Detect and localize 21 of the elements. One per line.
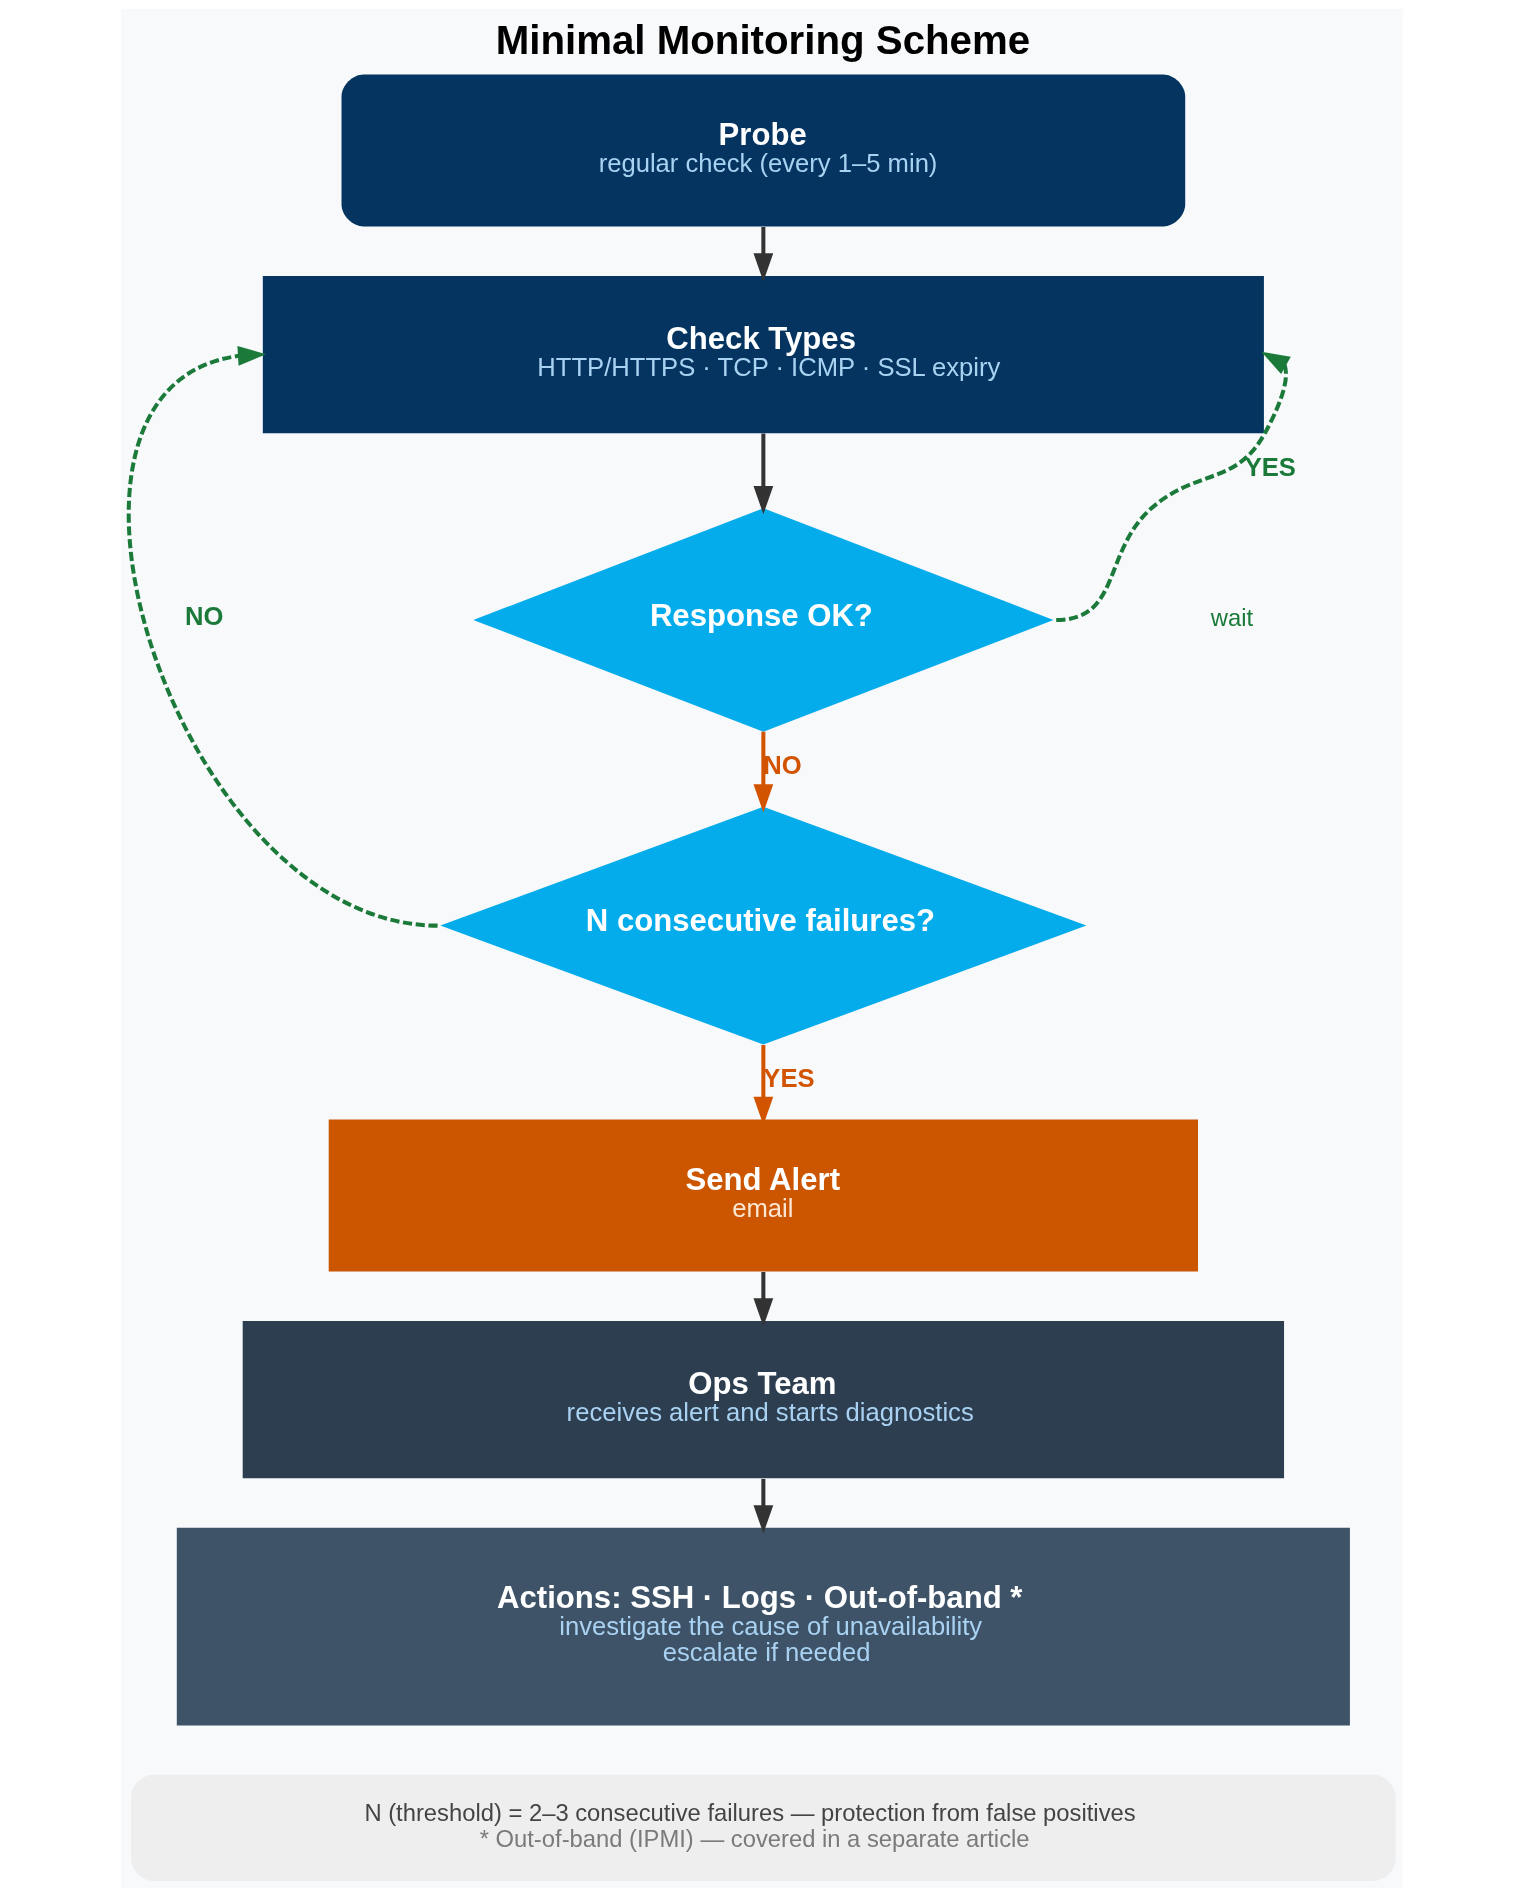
arrow [753,731,774,813]
arrow [753,433,774,515]
arrow [127,346,438,928]
node-box: Probe regular check (every 1–5 min) [341,74,1186,227]
edge-label: NO [185,601,224,630]
node-diamond: N consecutive failures? [440,806,1087,1045]
arrow [753,1478,774,1534]
arrow [1056,351,1291,622]
node-diamond: Response OK? [473,508,1054,732]
edge-label: YES [1244,452,1296,481]
node-box: Send Alert email [328,1119,1198,1272]
node-box: Ops Team receives alert and starts diagnostics [242,1320,1285,1479]
arrow [753,1272,774,1327]
label: wait [1210,604,1254,632]
arrow [753,1045,774,1125]
edge-label: NO [763,751,802,780]
diagram-title: Minimal Monitoring Scheme [495,17,1031,63]
node-box: Check Types HTTP/HTTPS · TCP · ICMP · SSL expiry [262,275,1264,434]
node-box: Actions: SSH · Logs · Out-of-band * investigate the cause of unavailability escalate if needed [176,1527,1350,1726]
arrow [753,227,774,282]
edge-label: YES [763,1064,815,1093]
